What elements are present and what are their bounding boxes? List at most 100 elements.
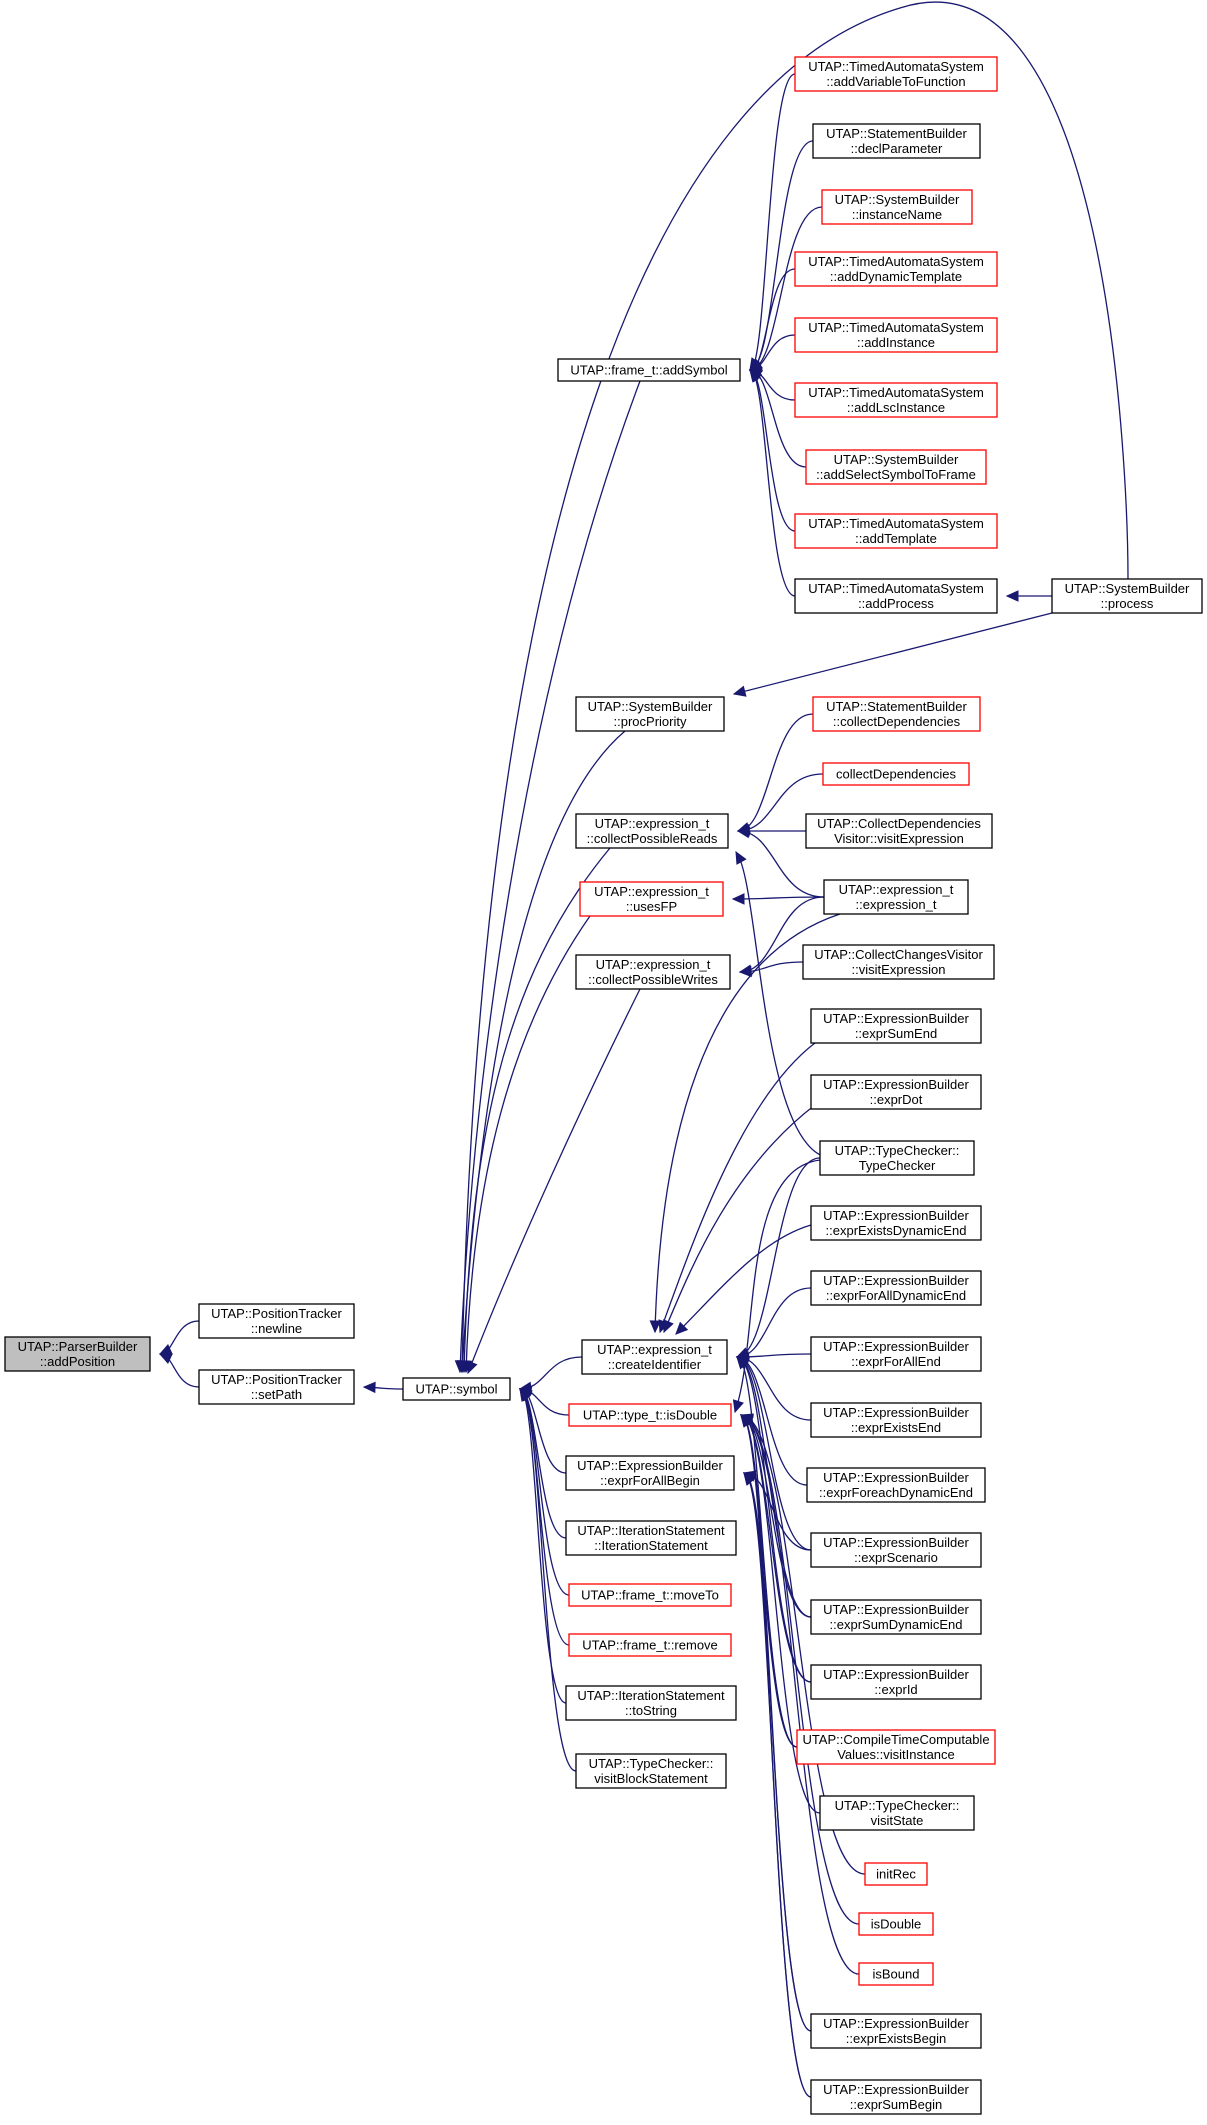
node-box bbox=[821, 189, 973, 225]
node-exprExistsDynamicEnd[interactable]: UTAP::ExpressionBuilder::exprExistsDynam… bbox=[810, 1205, 982, 1241]
node-label-line: UTAP::ExpressionBuilder bbox=[823, 1208, 969, 1223]
node-exprSumEnd[interactable]: UTAP::ExpressionBuilder::exprSumEnd bbox=[810, 1008, 982, 1044]
node-label-line: ::addTemplate bbox=[855, 531, 937, 546]
edge-usesFP-to-symbol bbox=[460, 915, 591, 1374]
node-exprForAllDynamicEnd[interactable]: UTAP::ExpressionBuilder::exprForAllDynam… bbox=[810, 1270, 982, 1306]
node-usesFP[interactable]: UTAP::expression_t::usesFP bbox=[579, 881, 724, 917]
node-exprScenario[interactable]: UTAP::ExpressionBuilder::exprScenario bbox=[810, 1532, 982, 1568]
node-box bbox=[810, 1664, 982, 1700]
node-box bbox=[810, 1599, 982, 1635]
node-box bbox=[805, 813, 993, 849]
node-iterToString[interactable]: UTAP::IterationStatement::toString bbox=[565, 1685, 737, 1721]
node-isDouble[interactable]: isDouble bbox=[858, 1912, 934, 1936]
node-box bbox=[812, 696, 981, 732]
node-label-line: ::collectPossibleWrites bbox=[588, 972, 718, 987]
node-label-line: ::declParameter bbox=[851, 141, 943, 156]
node-label-line: ::visitExpression bbox=[852, 962, 946, 977]
node-exprCtor[interactable]: UTAP::expression_t::expression_t bbox=[823, 879, 969, 915]
node-label-line: UTAP::SystemBuilder bbox=[588, 699, 713, 714]
node-box bbox=[810, 1532, 982, 1568]
node-exprSumDynamicEnd[interactable]: UTAP::ExpressionBuilder::exprSumDynamicE… bbox=[810, 1599, 982, 1635]
node-label-line: ::exprSumBegin bbox=[850, 2097, 943, 2112]
node-label-line: ::toString bbox=[625, 1703, 677, 1718]
node-declParameter[interactable]: UTAP::StatementBuilder::declParameter bbox=[812, 123, 981, 159]
node-cdvVisitExpression[interactable]: UTAP::CollectDependenciesVisitor::visitE… bbox=[805, 813, 993, 849]
edge-addTemplate-to-addSymbol bbox=[749, 369, 796, 532]
node-box bbox=[198, 1369, 355, 1405]
node-exprForAllEnd[interactable]: UTAP::ExpressionBuilder::exprForAllEnd bbox=[810, 1336, 982, 1372]
node-exprId[interactable]: UTAP::ExpressionBuilder::exprId bbox=[810, 1664, 982, 1700]
node-isBound[interactable]: isBound bbox=[858, 1962, 934, 1986]
node-box bbox=[794, 56, 998, 92]
node-iterCtor[interactable]: UTAP::IterationStatement::IterationState… bbox=[565, 1520, 737, 1556]
node-newline[interactable]: UTAP::PositionTracker::newline bbox=[198, 1303, 355, 1339]
node-label-line: UTAP::TimedAutomataSystem bbox=[808, 385, 984, 400]
edge-addProcess-to-addSymbol bbox=[749, 369, 796, 597]
node-exprExistsBegin[interactable]: UTAP::ExpressionBuilder::exprExistsBegin bbox=[810, 2013, 982, 2049]
node-label-line: ::process bbox=[1101, 596, 1154, 611]
node-addVariableToFunction[interactable]: UTAP::TimedAutomataSystem::addVariableTo… bbox=[794, 56, 998, 92]
node-exprForAllBegin[interactable]: UTAP::ExpressionBuilder::exprForAllBegin bbox=[565, 1455, 735, 1491]
node-symbol[interactable]: UTAP::symbol bbox=[402, 1377, 511, 1401]
node-box bbox=[575, 813, 729, 849]
node-label-line: ::expression_t bbox=[856, 897, 937, 912]
node-label-line: UTAP::PositionTracker bbox=[211, 1372, 342, 1387]
edge-exprSumBegin-to-exprForAllBegin bbox=[743, 1472, 812, 2098]
node-label-line: initRec bbox=[876, 1867, 916, 1882]
node-sbCollectDependencies[interactable]: UTAP::StatementBuilder::collectDependenc… bbox=[812, 696, 981, 732]
node-label-line: UTAP::PositionTracker bbox=[211, 1306, 342, 1321]
nodes-layer: UTAP::ParserBuilder::addPositionUTAP::Po… bbox=[4, 56, 1203, 2115]
node-addInstance[interactable]: UTAP::TimedAutomataSystem::addInstance bbox=[794, 317, 998, 353]
node-label-line: UTAP::CollectChangesVisitor bbox=[814, 947, 983, 962]
node-box bbox=[822, 762, 970, 786]
edge-process-to-procPriority bbox=[732, 612, 1053, 697]
node-box bbox=[810, 1008, 982, 1044]
node-addProcess[interactable]: UTAP::TimedAutomataSystem::addProcess bbox=[794, 578, 998, 614]
node-typeCheckerCtor[interactable]: UTAP::TypeChecker::TypeChecker bbox=[819, 1140, 975, 1176]
node-collectPossibleWrites[interactable]: UTAP::expression_t::collectPossibleWrite… bbox=[575, 954, 731, 990]
node-box bbox=[402, 1377, 511, 1401]
node-exprSumBegin[interactable]: UTAP::ExpressionBuilder::exprSumBegin bbox=[810, 2079, 982, 2115]
edge-process-to-addProcess bbox=[1005, 590, 1053, 602]
node-process[interactable]: UTAP::SystemBuilder::process bbox=[1051, 578, 1203, 614]
node-box bbox=[802, 944, 995, 980]
node-addLscInstance[interactable]: UTAP::TimedAutomataSystem::addLscInstanc… bbox=[794, 382, 998, 418]
node-procPriority[interactable]: UTAP::SystemBuilder::procPriority bbox=[575, 696, 725, 732]
node-createIdentifier[interactable]: UTAP::expression_t::createIdentifier bbox=[581, 1339, 728, 1375]
node-box bbox=[579, 881, 724, 917]
node-label-line: ::exprForAllDynamicEnd bbox=[826, 1288, 966, 1303]
node-label-line: UTAP::ExpressionBuilder bbox=[823, 1535, 969, 1550]
node-visitState[interactable]: UTAP::TypeChecker::visitState bbox=[819, 1795, 975, 1831]
node-addSelectSymbolToFrame[interactable]: UTAP::SystemBuilder::addSelectSymbolToFr… bbox=[805, 449, 987, 485]
node-box bbox=[823, 879, 969, 915]
edge-typeCheckerCtor-to-isDoubleType bbox=[732, 1159, 821, 1414]
node-exprExistsEnd[interactable]: UTAP::ExpressionBuilder::exprExistsEnd bbox=[810, 1402, 982, 1438]
node-addDynamicTemplate[interactable]: UTAP::TimedAutomataSystem::addDynamicTem… bbox=[794, 251, 998, 287]
node-instanceName[interactable]: UTAP::SystemBuilder::instanceName bbox=[821, 189, 973, 225]
node-label-line: ::usesFP bbox=[626, 899, 677, 914]
node-label-line: ::collectDependencies bbox=[833, 714, 961, 729]
node-exprDot[interactable]: UTAP::ExpressionBuilder::exprDot bbox=[810, 1074, 982, 1110]
node-label-line: ::addDynamicTemplate bbox=[830, 269, 962, 284]
node-visitBlockStatement[interactable]: UTAP::TypeChecker::visitBlockStatement bbox=[575, 1753, 727, 1789]
node-collectDependencies[interactable]: collectDependencies bbox=[822, 762, 970, 786]
node-setPath[interactable]: UTAP::PositionTracker::setPath bbox=[198, 1369, 355, 1405]
node-initRec[interactable]: initRec bbox=[864, 1862, 928, 1886]
node-moveTo[interactable]: UTAP::frame_t::moveTo bbox=[568, 1583, 732, 1607]
node-addSymbol[interactable]: UTAP::frame_t::addSymbol bbox=[557, 358, 741, 382]
node-ccvVisitExpression[interactable]: UTAP::CollectChangesVisitor::visitExpres… bbox=[802, 944, 995, 980]
node-label-line: ::IterationStatement bbox=[594, 1538, 708, 1553]
node-exprForeachDynamicEnd[interactable]: UTAP::ExpressionBuilder::exprForeachDyna… bbox=[806, 1467, 986, 1503]
node-remove[interactable]: UTAP::frame_t::remove bbox=[568, 1633, 732, 1657]
node-label-line: ::exprSumEnd bbox=[855, 1026, 937, 1041]
node-label-line: UTAP::ExpressionBuilder bbox=[823, 1339, 969, 1354]
node-label-line: ::exprExistsDynamicEnd bbox=[826, 1223, 967, 1238]
node-isDoubleType[interactable]: UTAP::type_t::isDouble bbox=[568, 1403, 732, 1427]
node-visitInstance[interactable]: UTAP::CompileTimeComputableValues::visit… bbox=[796, 1729, 996, 1765]
node-box bbox=[810, 1205, 982, 1241]
edge-newline-to-addPosition bbox=[158, 1320, 200, 1355]
node-addPosition[interactable]: UTAP::ParserBuilder::addPosition bbox=[4, 1336, 151, 1372]
node-collectPossibleReads[interactable]: UTAP::expression_t::collectPossibleReads bbox=[575, 813, 729, 849]
node-addTemplate[interactable]: UTAP::TimedAutomataSystem::addTemplate bbox=[794, 513, 998, 549]
